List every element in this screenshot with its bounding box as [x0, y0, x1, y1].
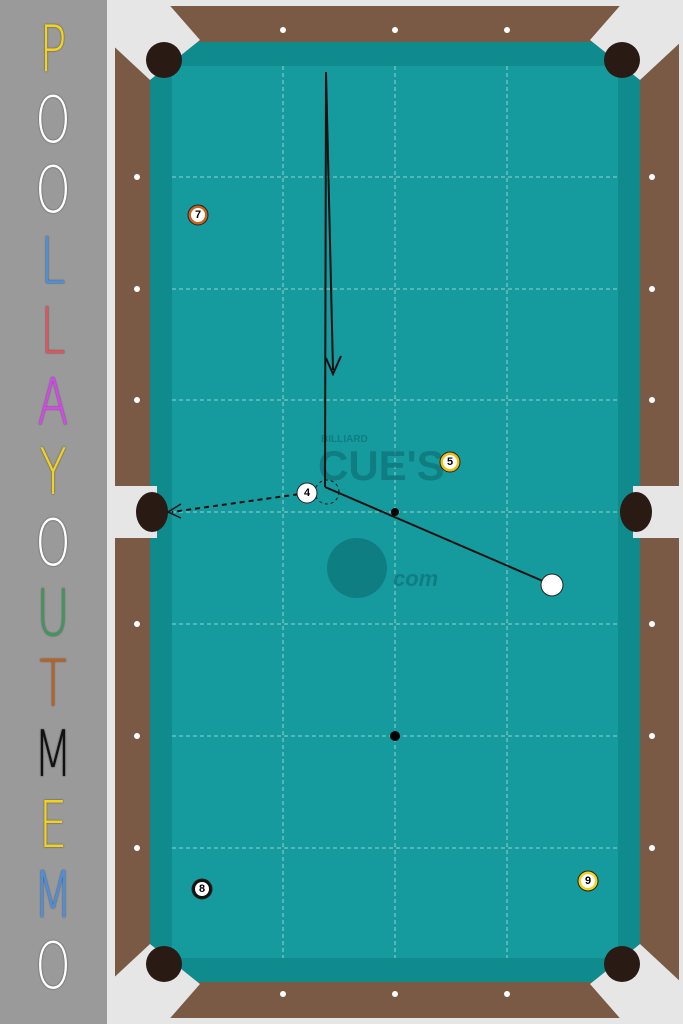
object-ball-path	[171, 492, 308, 513]
watermark-large: CUE'S	[318, 442, 445, 489]
ball-4[interactable]: 4	[296, 482, 318, 504]
cue-path-up	[324, 71, 327, 488]
watermark: BILLIARD CUE'S com	[318, 434, 445, 598]
title-letter: L	[40, 224, 66, 299]
ball-number: 7	[195, 209, 201, 221]
title-letter: L	[40, 295, 66, 369]
watermark-small: BILLIARD	[321, 434, 368, 445]
cue-arrow-head	[325, 355, 342, 377]
title-letter: U	[36, 577, 70, 651]
balls-layer: 7 5 4 8 9	[187, 204, 599, 900]
title-letter: E	[38, 788, 68, 863]
title-letter: O	[35, 506, 71, 581]
ball-8[interactable]: 8	[191, 878, 213, 900]
watermark-logo-icon	[327, 538, 387, 598]
watermark-sub: com	[393, 566, 438, 591]
grid-lines	[172, 66, 618, 958]
title-letter: M	[33, 859, 73, 933]
title-letter: T	[39, 647, 67, 722]
ball-number: 9	[585, 875, 591, 887]
ball-7[interactable]: 7	[187, 204, 209, 226]
ball-number: 4	[304, 487, 311, 499]
title-letter: A	[37, 365, 69, 440]
title-letter: O	[35, 929, 71, 1004]
title-letter: O	[35, 83, 71, 158]
foot-spot	[390, 731, 400, 741]
shot-lines	[166, 71, 553, 586]
pockets	[136, 42, 652, 982]
ball-number: 5	[447, 456, 453, 468]
ball-5[interactable]: 5	[439, 451, 461, 473]
title-letter: P	[39, 13, 67, 87]
title-letter: O	[35, 154, 71, 228]
cue-ball[interactable]	[540, 573, 564, 597]
rail-diamonds	[134, 27, 655, 997]
center-spot	[391, 508, 399, 516]
ball-number: 8	[199, 883, 205, 895]
title-letter: Y	[39, 436, 67, 510]
ball-9[interactable]: 9	[577, 870, 599, 892]
object-arrow-head	[166, 503, 182, 519]
title-letter: M	[33, 718, 73, 792]
cue-line	[324, 486, 553, 586]
cue-path-down	[325, 71, 334, 371]
pocket-plates	[107, 0, 683, 1024]
